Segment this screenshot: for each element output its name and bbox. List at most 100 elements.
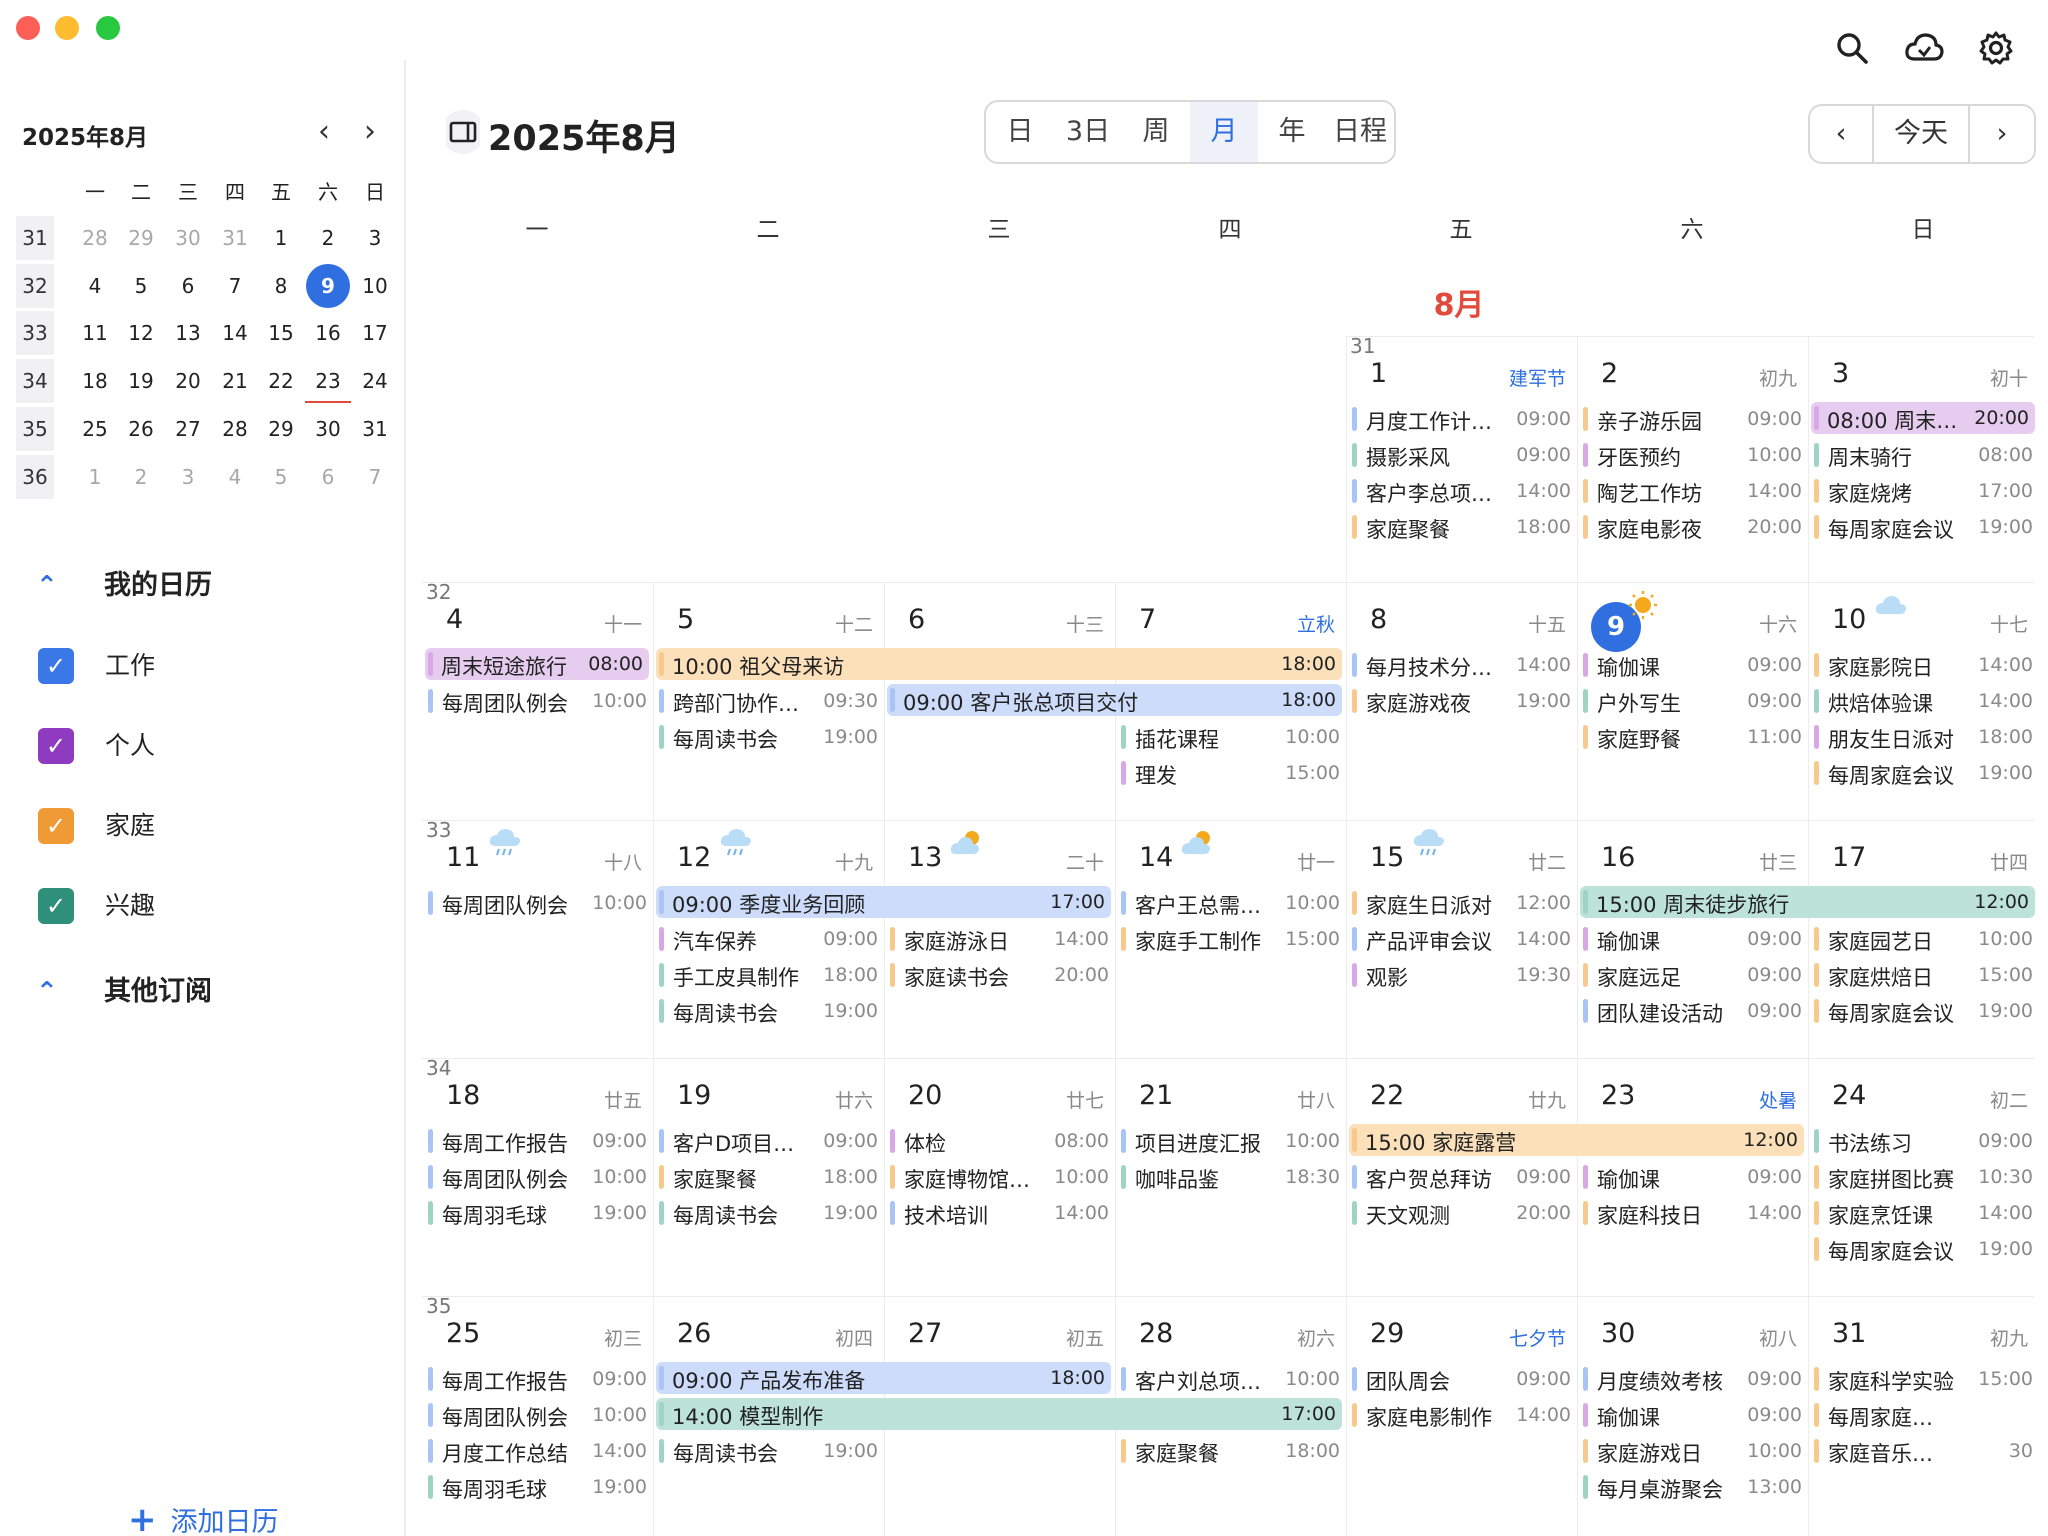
checkbox-checked-icon[interactable]: ✓ [38, 728, 74, 764]
mini-day[interactable]: 26 [128, 416, 154, 441]
event-item[interactable]: 客户刘总项…10:00 [1121, 1362, 1342, 1396]
mini-prev-month-chevron-left-icon[interactable]: ‹ [318, 114, 330, 149]
mini-day[interactable]: 2 [321, 226, 335, 250]
view-tab[interactable]: 日 [1006, 116, 1034, 147]
next-period-button[interactable]: › [1970, 106, 2034, 162]
today-button[interactable]: 今天 [1874, 106, 1970, 162]
mini-day[interactable]: 21 [222, 369, 248, 394]
mini-day[interactable]: 7 [368, 464, 382, 489]
other-subscriptions-header[interactable]: ⌃ 其他订阅 [36, 972, 212, 1012]
mini-day[interactable]: 31 [362, 416, 388, 441]
view-tab[interactable]: 月 [1190, 102, 1258, 162]
mini-day[interactable]: 1 [88, 464, 102, 489]
event-item[interactable]: 每月技术分…14:00 [1352, 648, 1573, 682]
prev-period-button[interactable]: ‹ [1810, 106, 1874, 162]
mini-day[interactable]: 6 [181, 273, 195, 298]
mini-day[interactable]: 11 [82, 321, 108, 346]
event-item[interactable]: 客户李总项…14:00 [1352, 474, 1573, 508]
event-item[interactable]: 每周家庭… [1814, 1398, 2035, 1432]
mini-day[interactable]: 8 [274, 273, 288, 298]
mini-day[interactable]: 29 [128, 226, 154, 250]
event-item[interactable]: 客户D项目…09:00 [659, 1124, 880, 1158]
view-tab[interactable]: 年 [1278, 116, 1306, 147]
event-item[interactable]: 跨部门协作…09:30 [659, 684, 880, 718]
checkbox-checked-icon[interactable]: ✓ [38, 648, 74, 684]
mini-day[interactable]: 24 [362, 369, 388, 394]
mini-day[interactable]: 3 [181, 464, 195, 489]
add-calendar-button[interactable]: +添加日历 [128, 1500, 279, 1536]
mini-day[interactable]: 22 [268, 369, 294, 394]
mini-day[interactable]: 5 [134, 273, 148, 298]
mini-day[interactable]: 23 [305, 359, 351, 404]
mini-day[interactable]: 6 [321, 464, 335, 489]
zoom-window-button[interactable] [96, 16, 120, 40]
mini-day[interactable]: 10 [362, 273, 388, 298]
view-tab[interactable]: 日程 [1333, 116, 1387, 147]
mini-day[interactable]: 5 [274, 464, 288, 489]
view-tab[interactable]: 3日 [1065, 116, 1111, 147]
event-item[interactable]: 家庭音乐…30 [1814, 1434, 2035, 1468]
mini-day[interactable]: 30 [175, 226, 201, 250]
mini-day[interactable]: 17 [362, 321, 388, 346]
event-item[interactable]: 月度工作计…09:00 [1352, 402, 1573, 436]
mini-day[interactable]: 14 [222, 321, 248, 346]
mini-day[interactable]: 20 [175, 369, 201, 394]
mini-day[interactable]: 2 [134, 464, 148, 489]
mini-day[interactable]: 15 [268, 321, 294, 346]
mini-day[interactable]: 30 [315, 416, 341, 441]
mini-day[interactable]: 27 [175, 416, 201, 441]
settings-icon[interactable] [1978, 30, 2014, 66]
